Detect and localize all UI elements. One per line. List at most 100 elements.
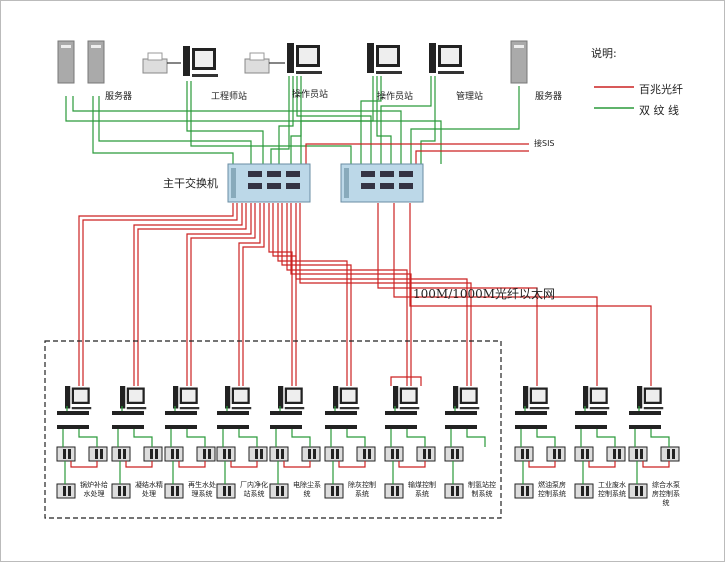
fiber-optic-link <box>642 461 670 468</box>
station-computer <box>637 386 643 409</box>
fiber-optic-link <box>290 203 412 386</box>
plc-module <box>558 449 561 459</box>
station-label: 厂内净化站系统 <box>240 481 268 498</box>
fiber-to-sis <box>415 150 529 164</box>
plc-module <box>391 486 394 496</box>
computer-icon <box>287 43 294 73</box>
plc-module <box>223 486 226 496</box>
twisted-pair-cable <box>78 429 98 447</box>
switch-port <box>248 183 262 189</box>
plc-module <box>635 486 638 496</box>
station-computer <box>225 386 231 409</box>
switch-port <box>286 171 300 177</box>
station-label: 综合水泵房控制系统 <box>652 481 680 507</box>
station-label: 除灰控制系统 <box>348 481 376 498</box>
plc-module <box>336 486 339 496</box>
plc-module <box>203 449 206 459</box>
twisted-pair-cable <box>650 429 670 447</box>
plc-module <box>451 449 454 459</box>
plc-module <box>423 449 426 459</box>
twisted-pair-cable <box>278 76 294 164</box>
plc-module <box>396 449 399 459</box>
fiber-optic-link <box>528 461 556 468</box>
plc-module <box>176 486 179 496</box>
network-switch <box>575 411 607 415</box>
station-label: 燃油泵房控制系统 <box>538 481 566 498</box>
fiber-optic-link <box>242 203 265 386</box>
label-sis: 接SIS <box>534 139 555 148</box>
label-operator-station-1: 操作员站 <box>292 90 329 100</box>
plc-module <box>428 449 431 459</box>
fiber-optic-link <box>178 461 206 468</box>
plc-module <box>313 449 316 459</box>
fiber-optic-link <box>409 203 652 386</box>
keyboard-icon <box>231 407 252 410</box>
switch-port <box>248 171 262 177</box>
fiber-optic-link <box>238 203 261 386</box>
plc-module <box>391 449 394 459</box>
twisted-pair-cable <box>92 96 234 164</box>
station-computer <box>402 389 416 402</box>
plc-module <box>635 449 638 459</box>
network-switch <box>112 425 144 429</box>
plc-module <box>171 449 174 459</box>
twisted-pair-cable <box>346 429 366 447</box>
plc-module <box>95 449 98 459</box>
fiber-optic-link <box>268 203 293 386</box>
twisted-pair-cable <box>466 429 486 447</box>
network-switch <box>325 411 357 415</box>
fiber-optic-link <box>78 203 234 386</box>
switch-port <box>399 183 413 189</box>
monitor-icon <box>195 51 213 67</box>
printer-icon <box>147 52 163 61</box>
switch-port <box>286 183 300 189</box>
legend-twisted-label: 双 纹 线 <box>639 104 679 117</box>
label-management-station: 管理站 <box>456 92 484 102</box>
network-switch <box>57 411 89 415</box>
label-engineer-station: 工程师站 <box>211 92 248 102</box>
keyboard-icon <box>296 71 322 74</box>
switch-handle <box>231 168 236 198</box>
twisted-pair-cable <box>291 429 311 447</box>
station-computer <box>173 386 179 409</box>
twisted-pair-cable <box>72 96 402 164</box>
twisted-pair-cable <box>300 76 374 164</box>
boxed-area-border <box>44 340 502 519</box>
plc-module <box>586 486 589 496</box>
computer-icon <box>429 43 436 73</box>
keyboard-icon <box>529 407 550 410</box>
printer-icon <box>249 52 265 61</box>
network-switch <box>445 425 477 429</box>
plc-module <box>618 449 621 459</box>
fiber-optic-link <box>295 203 468 386</box>
plc-module <box>363 449 366 459</box>
plc-module <box>521 486 524 496</box>
plc-module <box>223 449 226 459</box>
label-server-right: 服务器 <box>535 92 563 102</box>
fiber-optic-link <box>338 461 366 468</box>
twisted-pair-cable <box>296 76 372 164</box>
fiber-optic-link <box>137 203 247 386</box>
station-computer <box>592 389 606 402</box>
station-label: 输煤控制系统 <box>408 481 436 498</box>
network-switch <box>217 425 249 429</box>
station-computer <box>523 386 529 409</box>
plc-module <box>456 486 459 496</box>
plc-module <box>396 486 399 496</box>
server-icon <box>57 40 75 84</box>
network-switch <box>575 425 607 429</box>
keyboard-icon <box>376 71 402 74</box>
twisted-pair-cable <box>270 76 290 164</box>
twisted-pair-cable <box>190 81 352 164</box>
keyboard-icon <box>71 407 92 410</box>
station-label: 再生水处理系统 <box>188 481 216 498</box>
plc-module <box>118 449 121 459</box>
station-computer <box>74 389 88 402</box>
label-backbone-switch: 主干交换机 <box>163 177 218 190</box>
computer-icon <box>183 46 190 76</box>
monitor-icon <box>379 48 397 64</box>
network-switch <box>385 425 417 429</box>
keyboard-icon <box>339 407 360 410</box>
